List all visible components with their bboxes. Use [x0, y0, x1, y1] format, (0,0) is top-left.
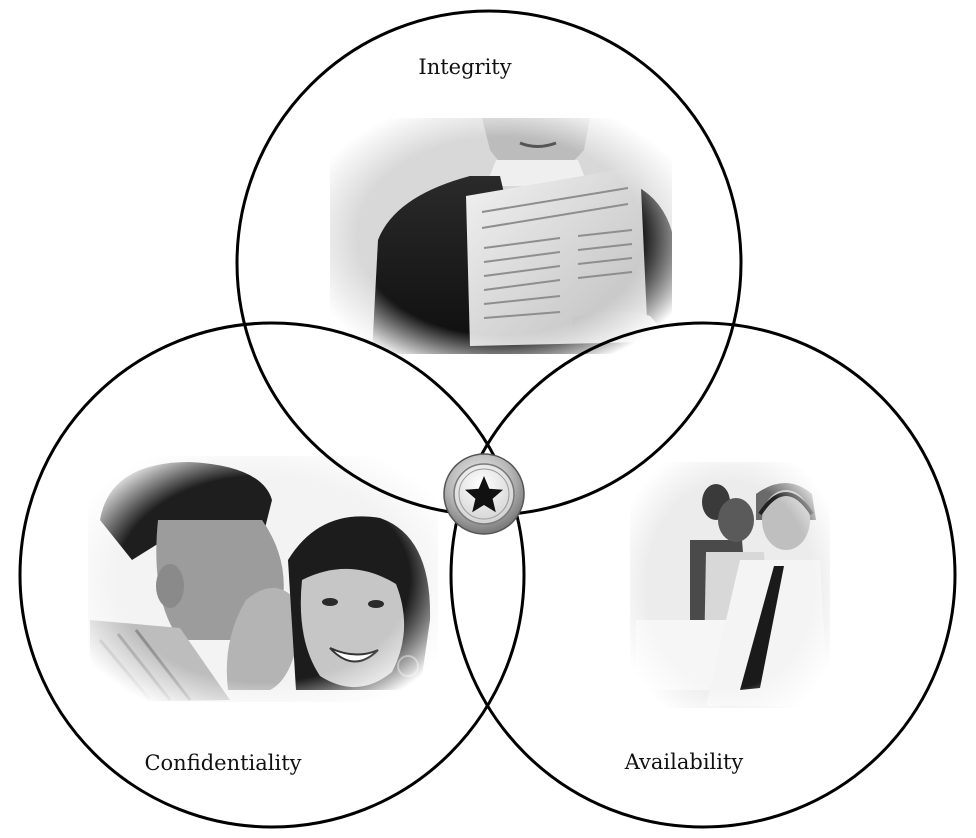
integrity-label: Integrity	[418, 55, 511, 79]
confidentiality-circle	[18, 321, 526, 829]
availability-label: Availability	[624, 750, 744, 774]
integrity-photo	[330, 118, 672, 354]
availability-circle	[449, 321, 957, 829]
confidentiality-label: Confidentiality	[144, 751, 301, 775]
center-badge	[443, 453, 525, 535]
availability-photo	[630, 462, 830, 708]
confidentiality-photo	[88, 456, 438, 702]
star-icon	[465, 476, 503, 513]
